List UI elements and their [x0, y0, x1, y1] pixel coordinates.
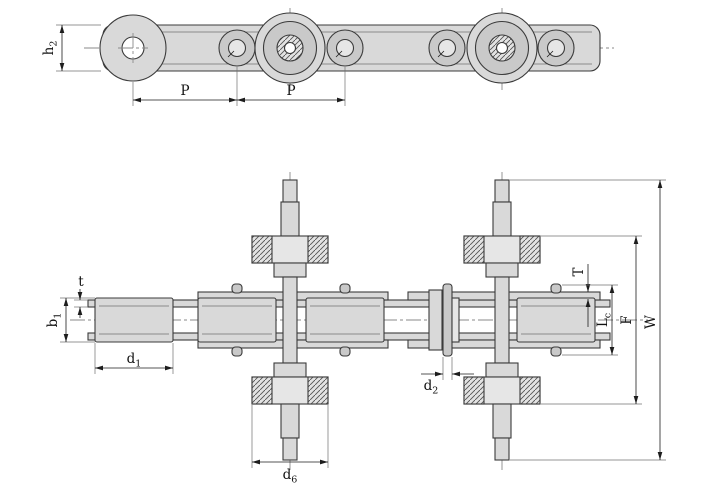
dimension-T: T: [571, 264, 591, 327]
chain-roller: [516, 297, 596, 343]
extended-axle-assembly: [251, 172, 329, 470]
dimension-h2: h2: [41, 24, 101, 72]
dimension-Lc: Lc: [562, 284, 618, 356]
dim-label-F: F: [619, 315, 635, 324]
dim-label-T: T: [571, 267, 587, 276]
dim-label-d6: d6: [283, 467, 298, 486]
dimension-W: W: [510, 179, 666, 461]
dim-label-d2: d2: [424, 378, 439, 397]
dimension-d1: d1: [94, 343, 174, 374]
sectioned-pin: [428, 283, 460, 357]
dim-label-b1: b1: [45, 313, 64, 328]
dimension-d2: d2: [421, 357, 474, 397]
dim-label-W: W: [643, 315, 659, 329]
dim-label-d1: d1: [127, 351, 142, 370]
pin-ends: [231, 283, 562, 357]
left-roller: [99, 14, 167, 82]
side-view: h2 P P: [41, 8, 614, 106]
pin-roller: [428, 29, 466, 67]
dim-label-pitch-1: P: [180, 83, 189, 99]
dimension-b1: b1: [45, 297, 95, 343]
flanged-roller: [466, 8, 538, 90]
extended-axle-assembly: [463, 172, 541, 470]
chain-roller: [197, 297, 277, 343]
flanged-roller: [254, 8, 326, 90]
dimension-t: t: [74, 274, 88, 318]
pin-roller: [218, 29, 256, 67]
pin-roller: [326, 29, 364, 67]
dim-label-Lc: Lc: [595, 313, 614, 327]
dimension-pitch: P P: [132, 67, 346, 106]
dim-label-pitch-2: P: [286, 83, 295, 99]
dimension-d6: d6: [251, 405, 329, 486]
chain-roller: [94, 297, 174, 343]
dimension-F: F: [541, 235, 642, 405]
dim-label-h2: h2: [41, 41, 60, 56]
chain-roller: [305, 297, 385, 343]
plan-view: b1 t d1 d2 d6: [45, 172, 666, 486]
dim-label-t: t: [78, 274, 84, 290]
pin-roller: [537, 29, 575, 67]
